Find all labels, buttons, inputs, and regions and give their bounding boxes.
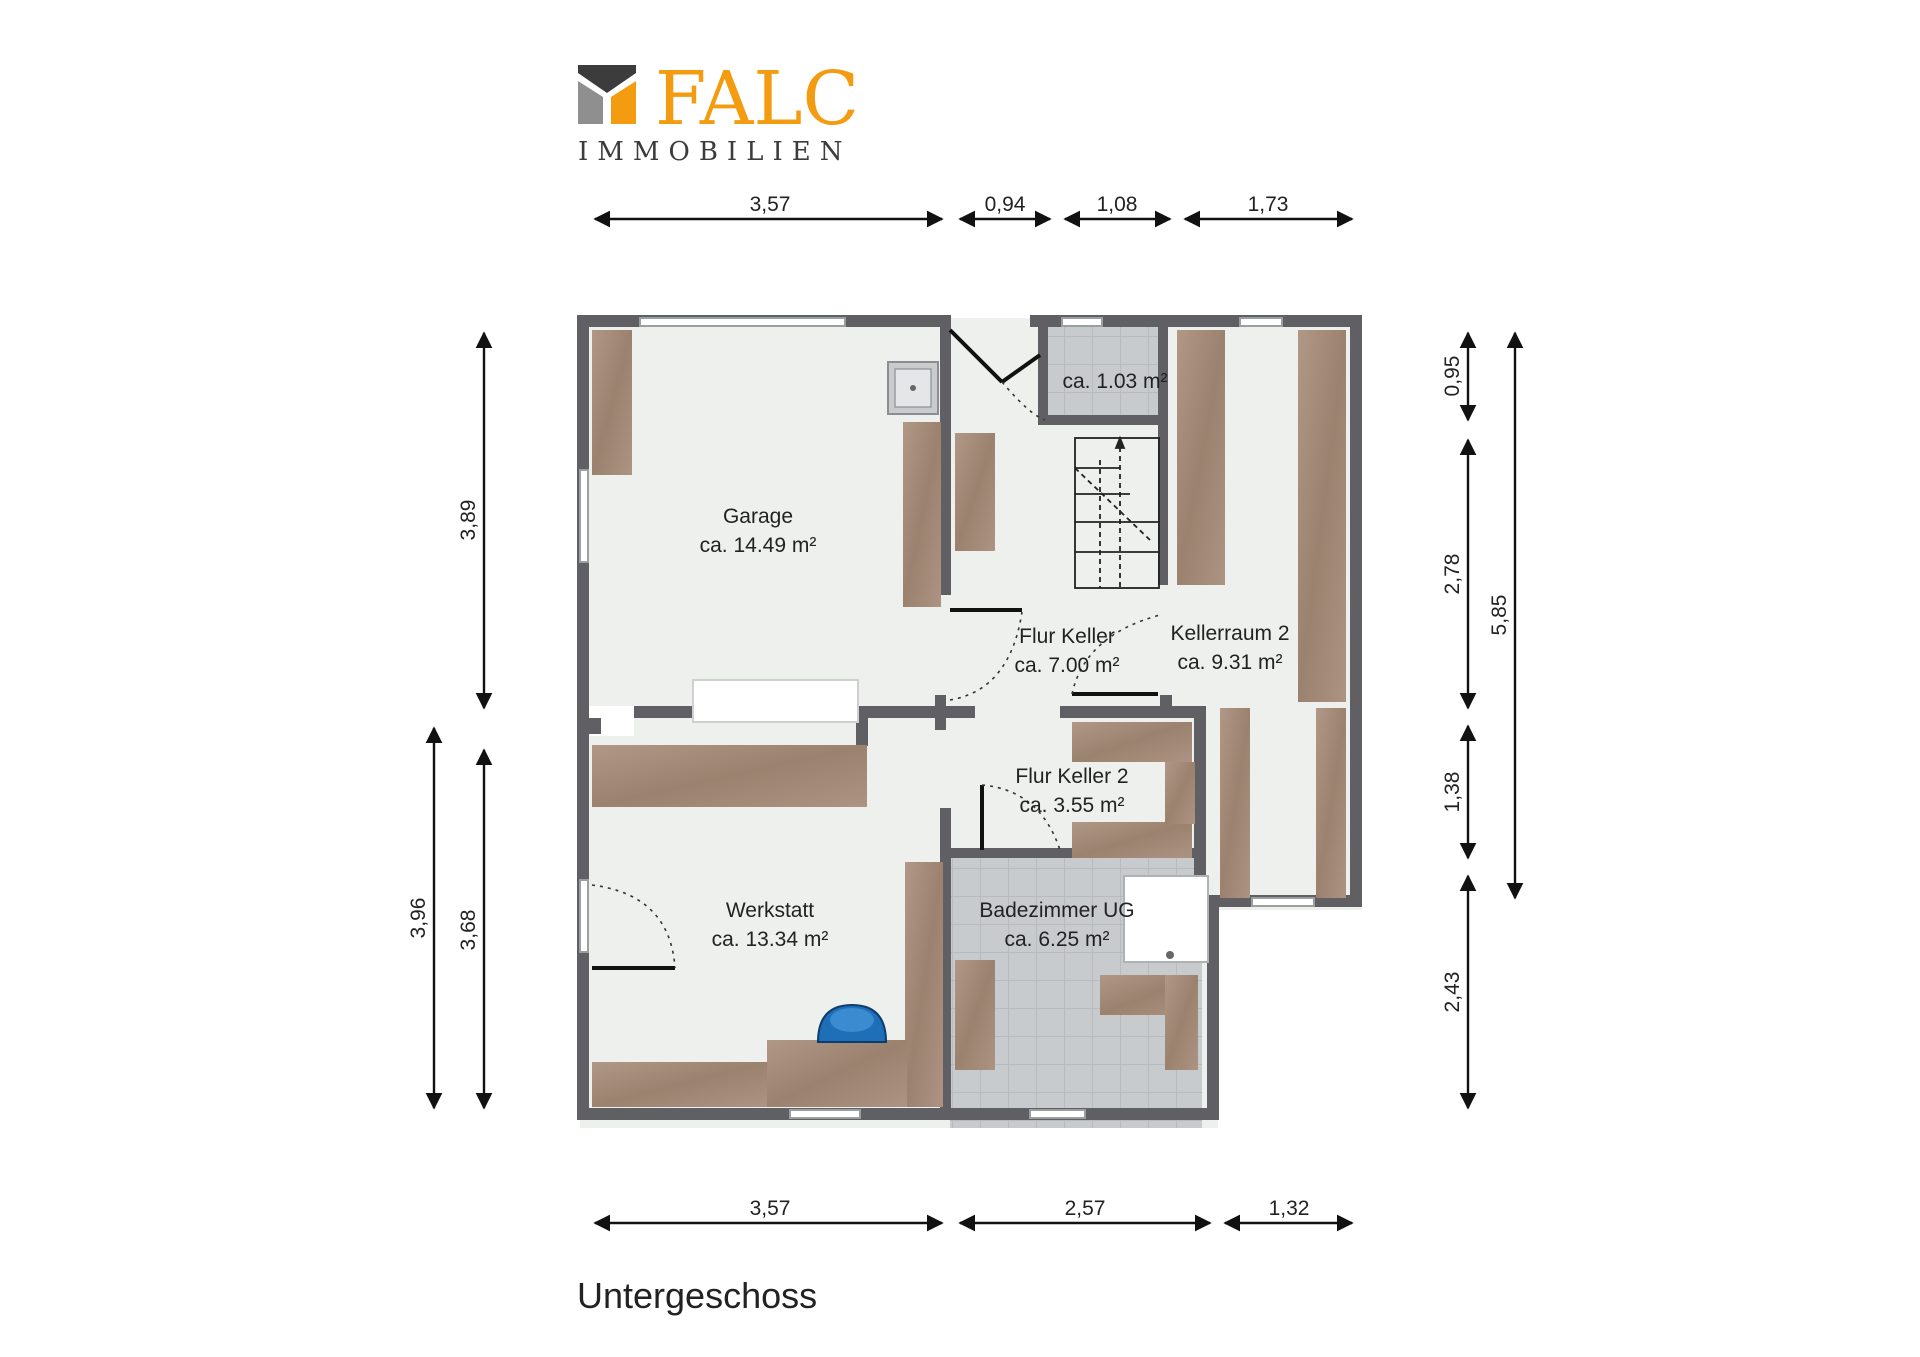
- dim-right-2: 2,78: [1441, 554, 1464, 595]
- logo-tagline: IMMOBILIEN: [578, 137, 851, 167]
- room-area-flur-keller-2: ca. 3.55 m²: [1019, 794, 1124, 817]
- dim-bottom-2: 2,57: [1065, 1197, 1106, 1220]
- dim-right-3: 1,38: [1441, 772, 1464, 813]
- room-labels: Garage ca. 14.49 m² ca. 1.03 m² Flur Kel…: [700, 370, 1290, 951]
- room-name-flur-keller-2: Flur Keller 2: [1015, 765, 1128, 788]
- door-swings: [591, 381, 1161, 969]
- shower-icon: [1123, 875, 1209, 963]
- floor-caption: Untergeschoss: [577, 1275, 817, 1316]
- room-area-flur-keller: ca. 7.00 m²: [1014, 654, 1119, 677]
- chair-icon: [816, 1003, 888, 1043]
- logo-mark-icon: [578, 65, 636, 124]
- dim-left-3: 3,68: [457, 910, 480, 951]
- dim-top-3: 1,08: [1097, 193, 1138, 216]
- garage-sink-icon: [887, 361, 939, 415]
- garage-workbench: [692, 679, 859, 723]
- windows: [579, 317, 1315, 1119]
- room-name-kellerraum-2: Kellerraum 2: [1170, 622, 1289, 645]
- room-name-garage: Garage: [723, 505, 793, 528]
- dim-bottom-3: 1,32: [1269, 1197, 1310, 1220]
- room-area-badezimmer: ca. 6.25 m²: [1004, 928, 1109, 951]
- dimension-labels-bottom: 3,57 2,57 1,32: [750, 1197, 1310, 1220]
- dimension-labels-left: 3,89 3,96 3,68: [407, 500, 480, 951]
- dimension-labels-top: 3,57 0,94 1,08 1,73: [750, 193, 1289, 216]
- dim-top-1: 3,57: [750, 193, 791, 216]
- dim-left-2: 3,96: [407, 898, 430, 939]
- logo-brand: FALC: [655, 56, 859, 142]
- falc-logo: FALC IMMOBILIEN: [578, 56, 859, 167]
- small-room-tiles: [1047, 326, 1165, 424]
- dimension-lines: [425, 210, 1524, 1232]
- dim-top-2: 0,94: [985, 193, 1026, 216]
- room-name-flur-keller: Flur Keller: [1019, 625, 1115, 648]
- dim-right-5: 5,85: [1488, 595, 1511, 636]
- dim-left-1: 3,89: [457, 500, 480, 541]
- dim-right-4: 2,43: [1441, 972, 1464, 1013]
- room-area-werkstatt: ca. 13.34 m²: [712, 928, 829, 951]
- room-area-small-room: ca. 1.03 m²: [1062, 370, 1167, 393]
- room-area-garage: ca. 14.49 m²: [700, 534, 817, 557]
- doors: [592, 328, 1158, 970]
- staircase: [1074, 435, 1160, 589]
- dim-right-1: 0,95: [1441, 356, 1464, 397]
- room-name-badezimmer: Badezimmer UG: [979, 899, 1134, 922]
- room-area-kellerraum-2: ca. 9.31 m²: [1177, 651, 1282, 674]
- dimension-labels-right: 0,95 2,78 1,38 2,43 5,85: [1441, 356, 1511, 1013]
- furniture: [592, 330, 1346, 1107]
- room-name-werkstatt: Werkstatt: [726, 899, 814, 922]
- dim-top-4: 1,73: [1248, 193, 1289, 216]
- dim-bottom-1: 3,57: [750, 1197, 791, 1220]
